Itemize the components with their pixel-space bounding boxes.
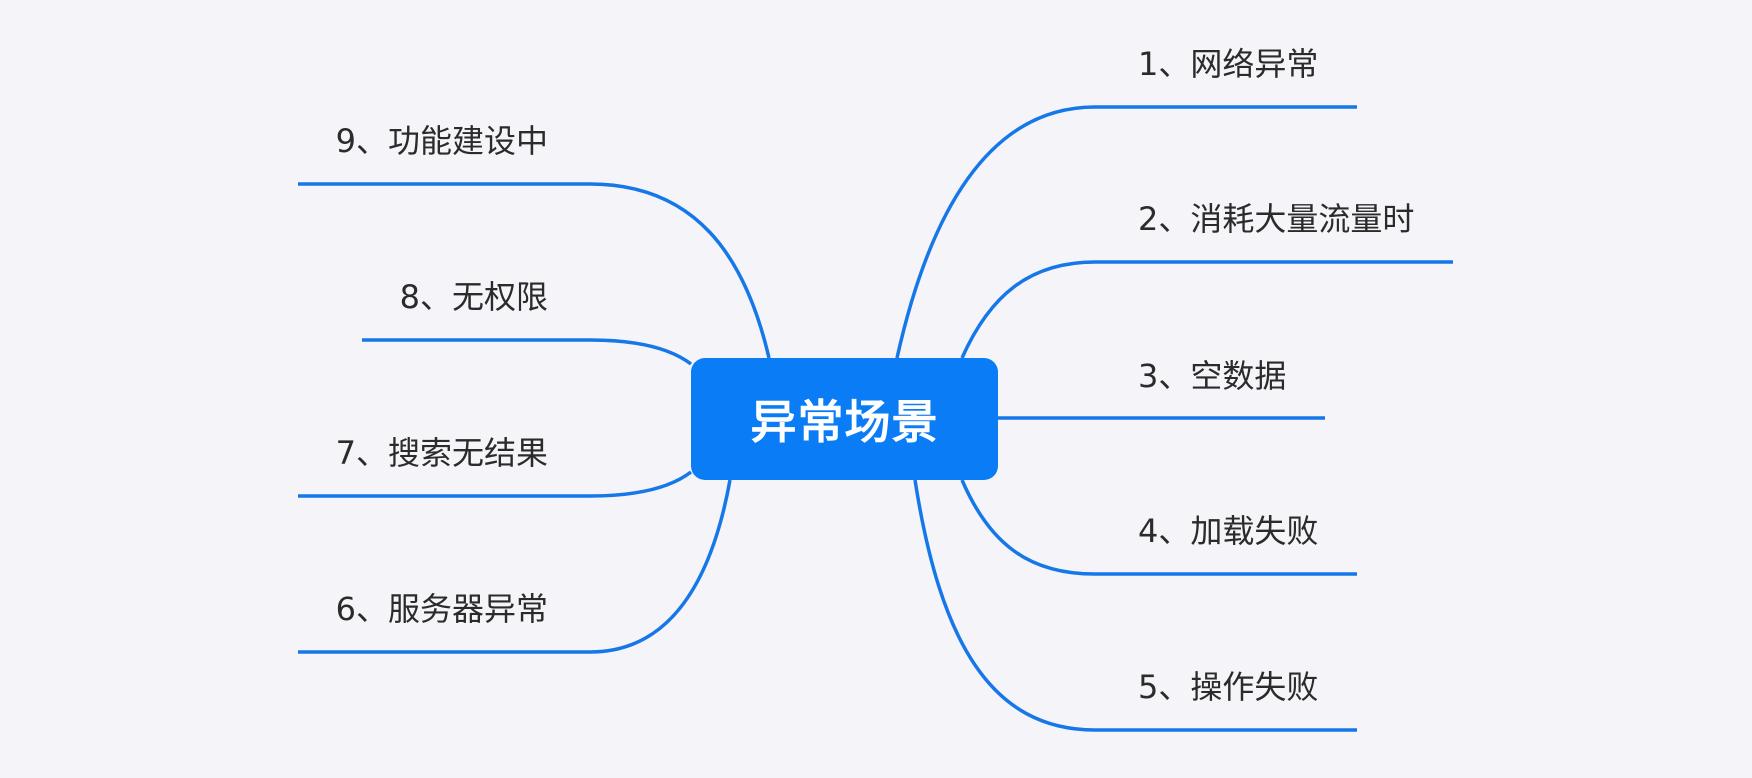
connector-branch-8 [362,338,693,366]
root-node[interactable]: 异常场景 [691,358,998,480]
branch-label-7[interactable]: 7、搜索无结果 [335,434,548,472]
branch-label-8[interactable]: 8、无权限 [399,278,548,316]
connector-branch-2 [960,260,1453,359]
branch-label-6[interactable]: 6、服务器异常 [335,590,548,628]
branch-label-5[interactable]: 5、操作失败 [1138,668,1319,706]
connector-branch-4 [960,479,1357,576]
connector-branch-5 [913,479,1357,732]
connector-branch-9 [298,182,771,359]
branch-label-1[interactable]: 1、网络异常 [1138,45,1319,83]
branch-label-9[interactable]: 9、功能建设中 [335,122,548,160]
connector-branch-7 [298,470,693,498]
branch-label-2[interactable]: 2、消耗大量流量时 [1138,200,1415,238]
branch-label-4[interactable]: 4、加载失败 [1138,512,1319,550]
connector-branch-6 [298,479,732,654]
branch-label-3[interactable]: 3、空数据 [1138,357,1287,395]
connector-branch-1 [895,105,1357,359]
